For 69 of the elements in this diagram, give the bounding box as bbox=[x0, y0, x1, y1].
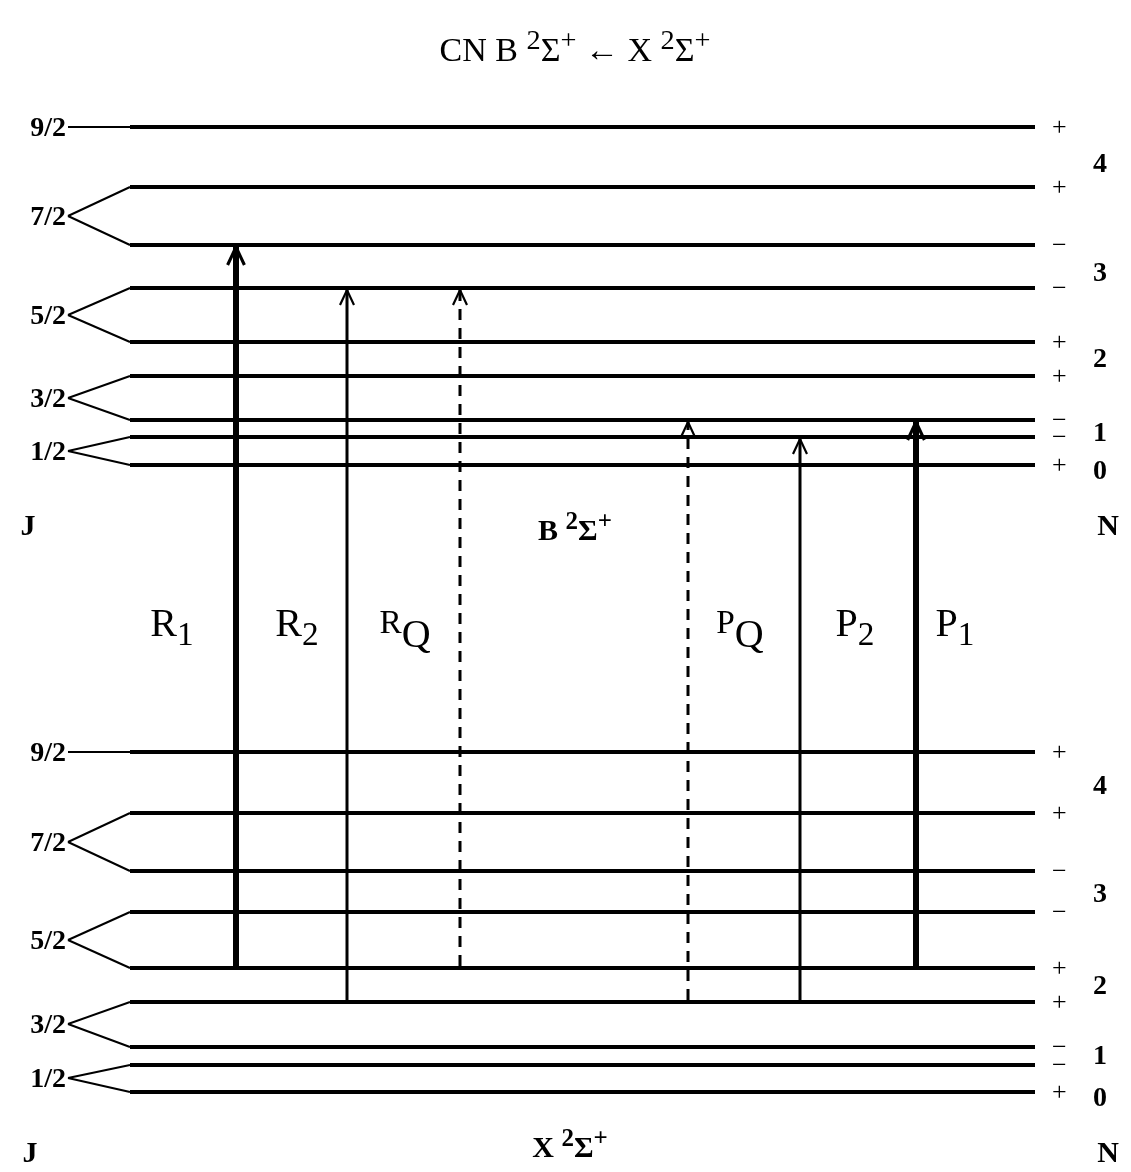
j-value-label: 1/2 bbox=[30, 1062, 66, 1094]
parity-sign: − bbox=[1052, 412, 1067, 428]
connector-line bbox=[67, 215, 131, 246]
n-value-label: 3 bbox=[1093, 877, 1107, 909]
parity-sign: + bbox=[1052, 119, 1067, 135]
connector-line bbox=[67, 287, 131, 316]
n-value-label: 2 bbox=[1093, 969, 1107, 1001]
j-value-label: 3/2 bbox=[30, 382, 66, 414]
connector-line bbox=[67, 939, 131, 969]
connector-line bbox=[67, 1064, 131, 1079]
quantum-number-label: J bbox=[22, 1135, 38, 1169]
parity-sign: + bbox=[1052, 805, 1067, 821]
j-value-label: 9/2 bbox=[30, 111, 66, 143]
transition-arrow bbox=[226, 245, 246, 966]
parity-sign: − bbox=[1052, 429, 1067, 445]
j-value-label: 5/2 bbox=[30, 924, 66, 956]
n-value-label: 4 bbox=[1093, 769, 1107, 801]
transition-arrow bbox=[679, 420, 697, 1000]
quantum-number-label: J bbox=[20, 508, 36, 542]
transition-arrow bbox=[338, 288, 356, 1000]
connector-line bbox=[67, 126, 131, 128]
connector-line bbox=[67, 450, 131, 466]
j-value-label: 9/2 bbox=[30, 736, 66, 768]
j-value-label: 5/2 bbox=[30, 299, 66, 331]
n-value-label: 4 bbox=[1093, 147, 1107, 179]
connector-line bbox=[67, 751, 131, 753]
parity-sign: + bbox=[1052, 744, 1067, 760]
parity-sign: + bbox=[1052, 960, 1067, 976]
state-label: X $^{2}$Σ$^{+}$ bbox=[532, 1122, 608, 1164]
parity-sign: + bbox=[1052, 457, 1067, 473]
j-value-label: 7/2 bbox=[30, 826, 66, 858]
n-value-label: 1 bbox=[1093, 1039, 1107, 1071]
parity-sign: − bbox=[1052, 1039, 1067, 1055]
connector-line bbox=[67, 812, 131, 843]
quantum-number-label: N bbox=[1097, 508, 1119, 542]
parity-sign: − bbox=[1052, 1057, 1067, 1073]
quantum-number-label: N bbox=[1097, 1135, 1119, 1169]
transition-arrow bbox=[451, 288, 469, 966]
connector-line bbox=[67, 841, 131, 872]
j-value-label: 7/2 bbox=[30, 200, 66, 232]
parity-sign: − bbox=[1052, 237, 1067, 253]
n-value-label: 0 bbox=[1093, 454, 1107, 486]
n-value-label: 1 bbox=[1093, 416, 1107, 448]
connector-line bbox=[67, 1001, 131, 1025]
transition-arrow bbox=[906, 420, 926, 966]
connector-line bbox=[67, 436, 131, 452]
title: CN B $^{2}$Σ$^{+}$ ← X $^{2}$Σ$^{+}$ bbox=[439, 22, 711, 71]
connector-line bbox=[67, 314, 131, 343]
parity-sign: + bbox=[1052, 994, 1067, 1010]
connector-line bbox=[67, 186, 131, 217]
parity-sign: − bbox=[1052, 904, 1067, 920]
parity-sign: − bbox=[1052, 280, 1067, 296]
parity-sign: + bbox=[1052, 1084, 1067, 1100]
connector-line bbox=[67, 375, 131, 399]
j-value-label: 3/2 bbox=[30, 1008, 66, 1040]
connector-line bbox=[67, 1077, 131, 1093]
parity-sign: + bbox=[1052, 179, 1067, 195]
connector-line bbox=[67, 397, 131, 421]
transition-arrow bbox=[791, 437, 809, 1000]
j-value-label: 1/2 bbox=[30, 435, 66, 467]
parity-sign: + bbox=[1052, 368, 1067, 384]
connector-line bbox=[67, 1023, 131, 1048]
connector-line bbox=[67, 911, 131, 941]
parity-sign: − bbox=[1052, 863, 1067, 879]
n-value-label: 2 bbox=[1093, 342, 1107, 374]
state-label: B $^{2}$Σ$^{+}$ bbox=[538, 505, 612, 547]
n-value-label: 0 bbox=[1093, 1081, 1107, 1113]
parity-sign: + bbox=[1052, 334, 1067, 350]
n-value-label: 3 bbox=[1093, 256, 1107, 288]
